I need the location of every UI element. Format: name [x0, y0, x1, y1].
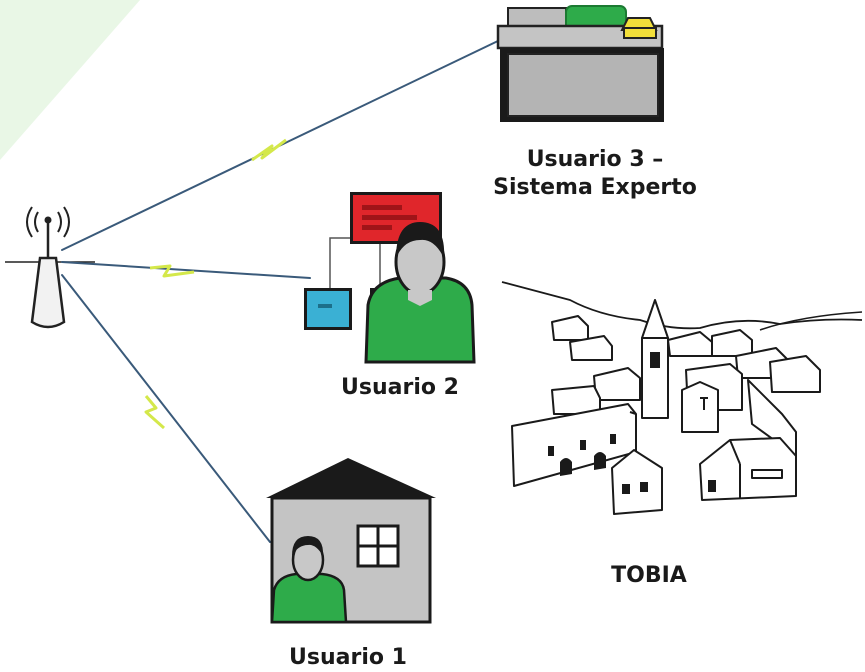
user3-label-line1: Usuario 3 –	[526, 147, 664, 172]
user2-label: Usuario 2	[341, 375, 459, 400]
computer-terminal-icon	[496, 5, 664, 122]
person-in-house-icon	[266, 458, 436, 624]
radio-antenna-icon	[26, 206, 70, 329]
lightning-icon	[251, 138, 287, 162]
user3-label-line2: Sistema Experto	[493, 174, 697, 200]
corner-tint	[0, 0, 140, 160]
link-user1	[61, 274, 271, 543]
user3-label: Usuario 3 – Sistema Experto	[470, 146, 720, 201]
lightning-bolts	[144, 138, 287, 430]
person-with-screens-icon	[304, 192, 476, 364]
link-user2	[61, 261, 311, 279]
lightning-icon	[149, 264, 195, 278]
lightning-icon	[144, 395, 165, 430]
town-label: TOBIA	[611, 563, 687, 588]
user1-label: Usuario 1	[289, 645, 407, 670]
village-sketch-icon	[501, 281, 863, 515]
